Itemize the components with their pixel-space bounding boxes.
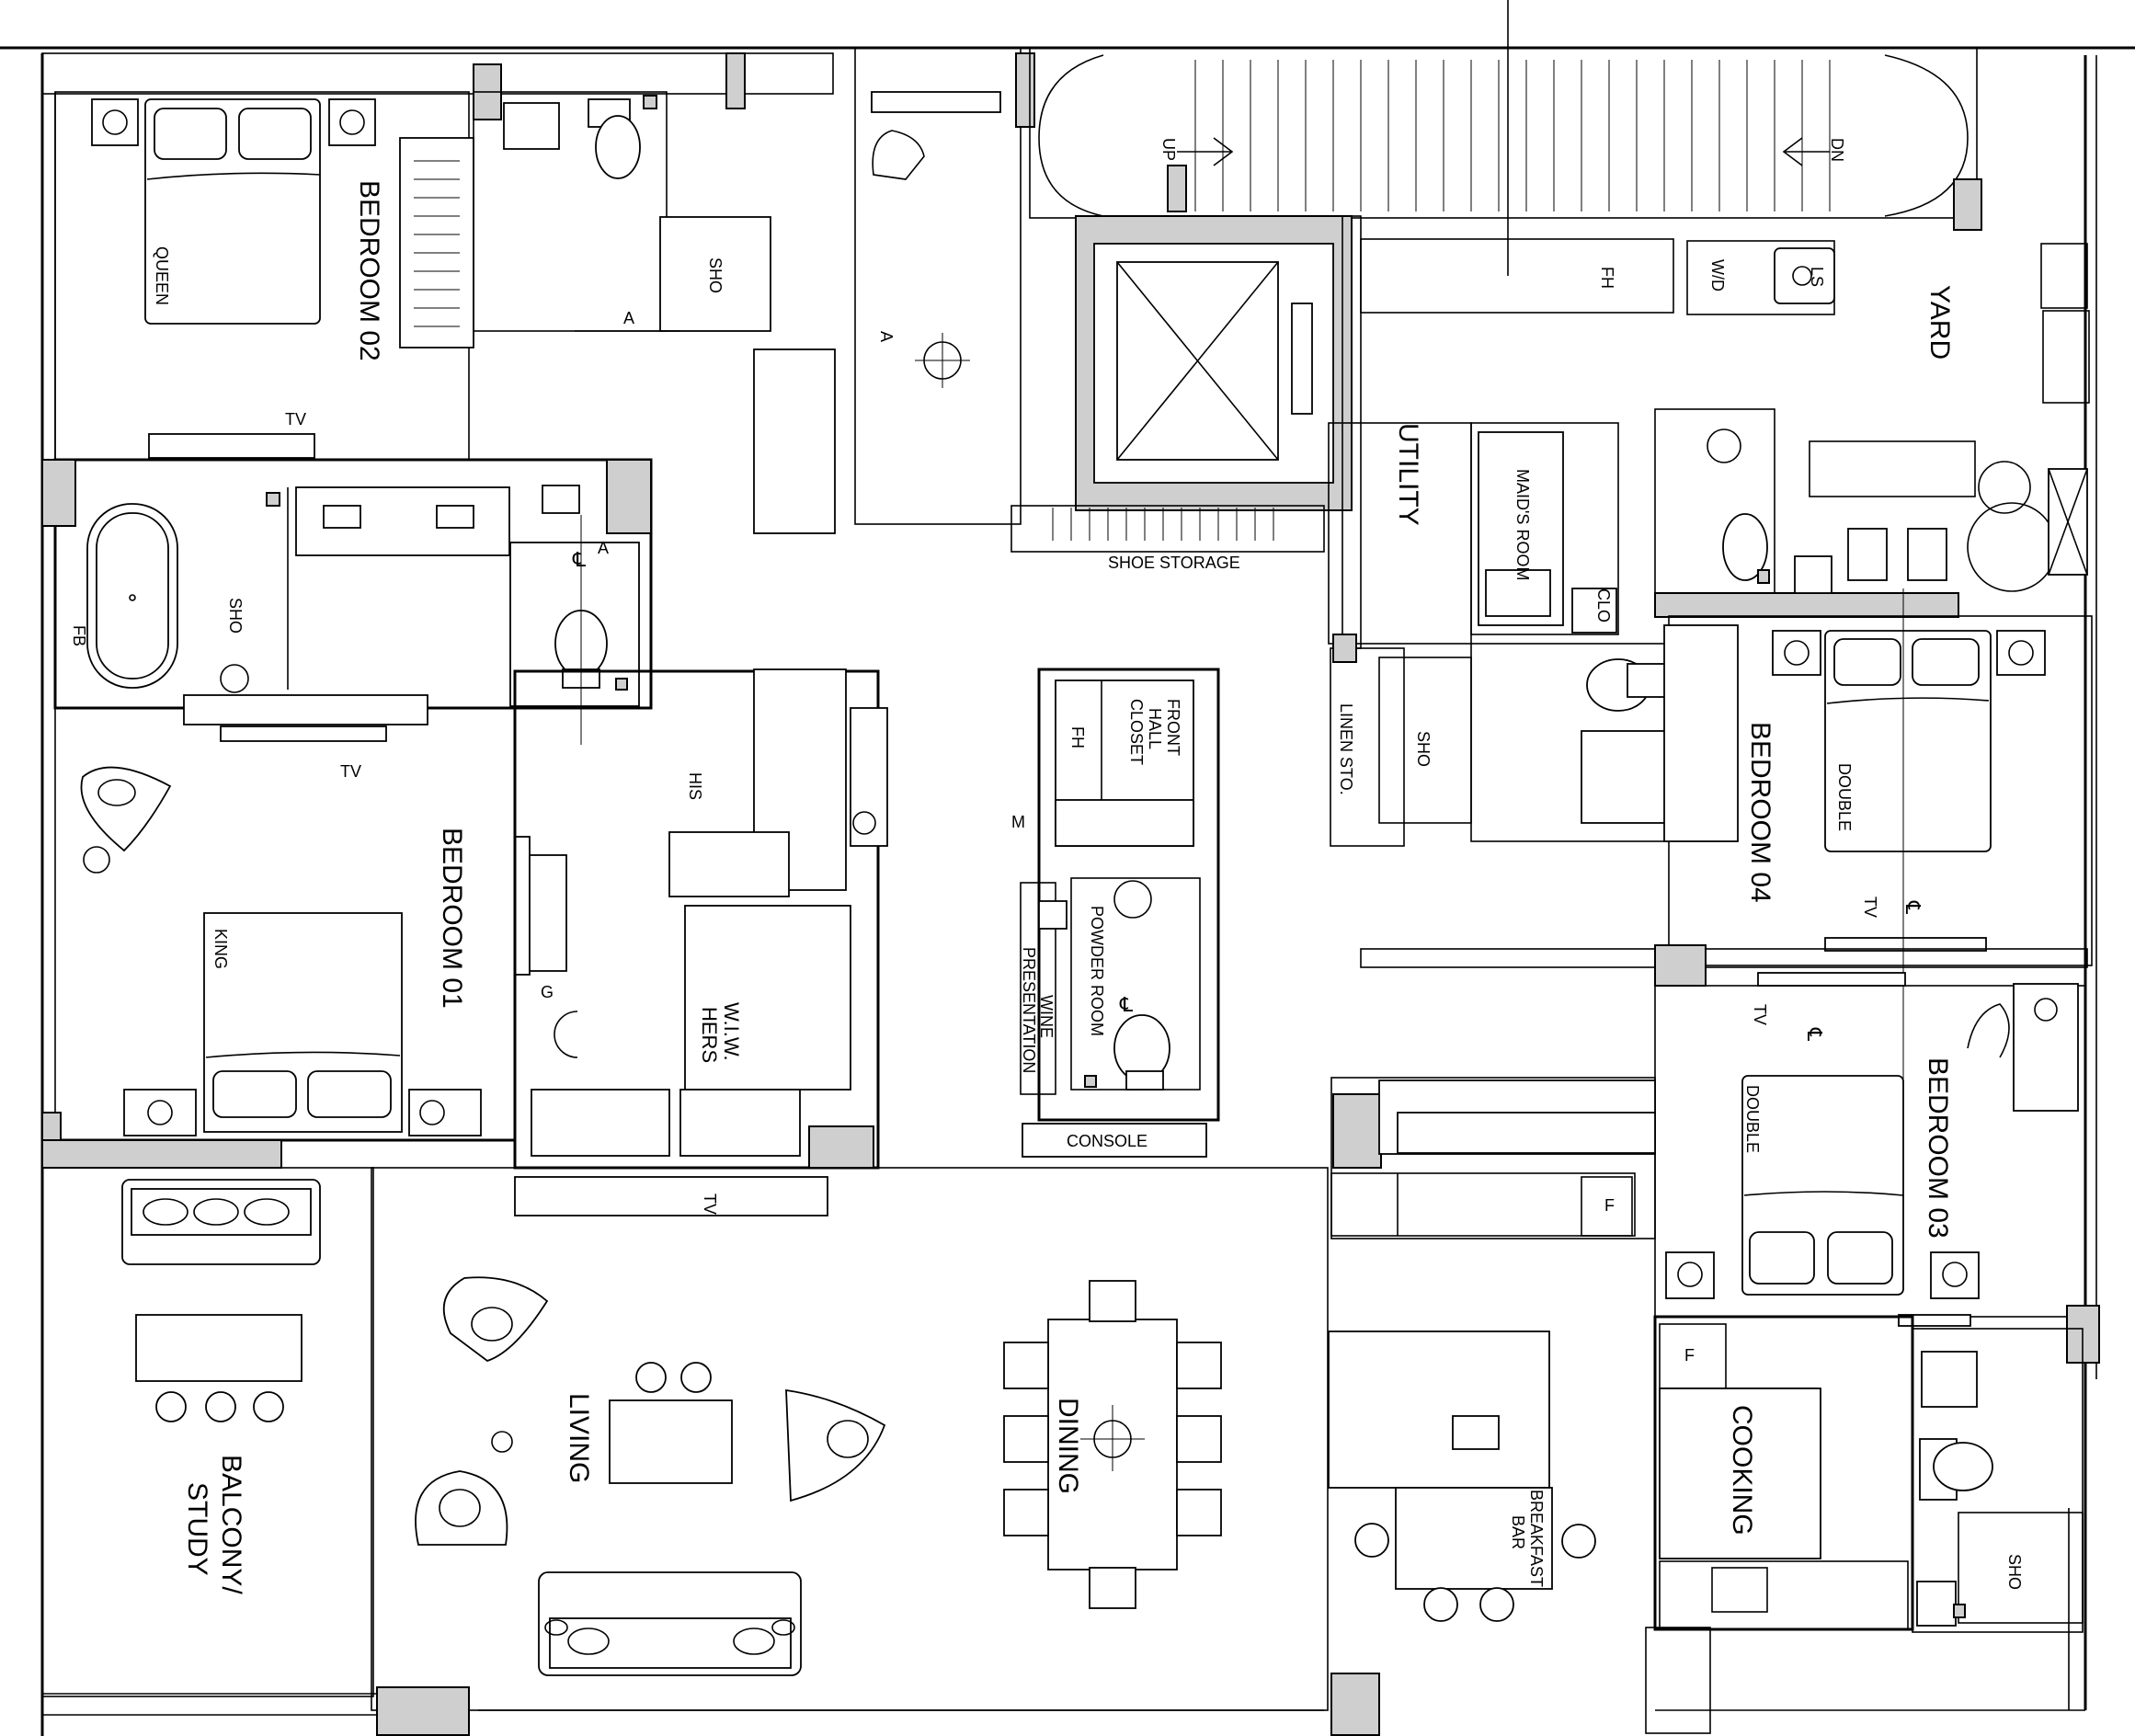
utility-yard bbox=[1328, 0, 2090, 649]
kitchen-storage bbox=[1330, 1077, 1656, 1239]
stairs bbox=[1029, 47, 1978, 219]
cl-label-2: ℄ bbox=[1901, 900, 1924, 915]
f-label-2: F bbox=[1684, 1346, 1695, 1365]
bath-03 bbox=[1912, 1328, 2084, 1633]
up-label: UP bbox=[1159, 138, 1178, 161]
bath-02 bbox=[473, 91, 771, 332]
shoe-storage-label: SHOE STORAGE bbox=[1108, 554, 1240, 572]
bedroom-03-label: BEDROOM 03 bbox=[1923, 1057, 1953, 1239]
corridor-top bbox=[753, 47, 1187, 534]
wiw-hers-label-1: W.I.W. bbox=[720, 1002, 743, 1061]
master-bath-sho-label: SHO bbox=[226, 598, 245, 634]
fh-label-1: FH bbox=[1598, 267, 1616, 289]
bath-04 bbox=[1330, 634, 1674, 847]
king-bed-label: KING bbox=[211, 929, 230, 969]
double-bed-label-04: DOUBLE bbox=[1835, 763, 1854, 831]
utility-label: UTILITY bbox=[1393, 423, 1423, 526]
bath-03-sho-label: SHO bbox=[2005, 1554, 2024, 1590]
breakfast-bar-label-2: BAR bbox=[1509, 1515, 1527, 1549]
bedroom-02-label: BEDROOM 02 bbox=[354, 180, 384, 361]
living-label: LIVING bbox=[564, 1393, 594, 1483]
balcony-study-label-2: STUDY bbox=[182, 1482, 212, 1576]
breakfast-bar bbox=[1328, 1331, 1596, 1622]
m-label: M bbox=[1011, 813, 1025, 831]
g-label: G bbox=[541, 983, 554, 1001]
yard-label: YARD bbox=[1924, 285, 1955, 360]
bedroom-03 bbox=[1654, 983, 2100, 1364]
tv-label-master-bath: TV bbox=[340, 762, 361, 781]
a-label-3: A bbox=[877, 331, 896, 342]
powder-room-label: POWDER ROOM bbox=[1088, 906, 1106, 1036]
front-hall bbox=[1020, 668, 1220, 1158]
wine-presentation-label-2: PRESENTATION bbox=[1020, 947, 1038, 1073]
dining-table bbox=[1003, 1280, 1222, 1609]
walk-in-wardrobes bbox=[513, 668, 888, 1216]
breakfast-bar-label-1: BREAKFAST bbox=[1527, 1490, 1546, 1587]
cl-label-1: ℄ bbox=[572, 548, 587, 571]
bedroom-02 bbox=[54, 63, 502, 461]
balcony-study bbox=[41, 1167, 374, 1697]
living-room bbox=[371, 1167, 1380, 1736]
bedroom-01-label: BEDROOM 01 bbox=[437, 828, 467, 1009]
tv-label-bedroom-02: TV bbox=[285, 410, 306, 428]
cl-label-3: ℄ bbox=[1803, 1027, 1826, 1042]
linen-storage-label: LINEN STO. bbox=[1337, 703, 1355, 795]
console-label: CONSOLE bbox=[1067, 1132, 1147, 1150]
double-bed-label-03: DOUBLE bbox=[1743, 1085, 1762, 1153]
tv-label-bedroom-01: TV bbox=[701, 1194, 719, 1215]
master-bath bbox=[41, 458, 653, 745]
a-label-1: A bbox=[623, 309, 634, 327]
ls-label: LS bbox=[1808, 267, 1826, 287]
bedroom-01 bbox=[41, 766, 567, 1169]
room-labels: BEDROOM 02 QUEEN SHO TV SHO FB TV A A A … bbox=[70, 138, 2024, 1594]
tv-label-bedroom-04: TV bbox=[1861, 897, 1879, 918]
wiw-hers-label-2: HERS bbox=[698, 1007, 721, 1063]
balcony-study-label-1: BALCONY/ bbox=[216, 1455, 246, 1594]
queen-bed-label: QUEEN bbox=[153, 246, 171, 305]
bedroom-04-label: BEDROOM 04 bbox=[1745, 722, 1775, 903]
a-label-2: A bbox=[598, 539, 609, 557]
tv-label-bedroom-03: TV bbox=[1751, 1004, 1769, 1025]
fb-label: FB bbox=[70, 625, 88, 646]
wd-label: W/D bbox=[1708, 259, 1727, 291]
outer-walls bbox=[0, 46, 2135, 1736]
bedroom-04 bbox=[1360, 588, 2093, 1177]
cooking-label: COOKING bbox=[1727, 1405, 1757, 1536]
kitchen bbox=[1645, 1315, 1914, 1734]
bath-04-sho-label: SHO bbox=[1414, 731, 1433, 767]
clo-label: CLO bbox=[1594, 588, 1613, 622]
front-hall-closet-label-1: FRONT bbox=[1164, 699, 1182, 756]
cl-label-4: ℄ bbox=[1119, 993, 1134, 1016]
maids-room-label: MAID'S ROOM bbox=[1513, 469, 1532, 580]
wine-presentation-label-1: WINE bbox=[1037, 995, 1056, 1038]
bath-02-sho-label: SHO bbox=[706, 257, 725, 293]
his-label: HIS bbox=[686, 772, 704, 800]
f-label-1: F bbox=[1604, 1196, 1615, 1215]
maids-room bbox=[1470, 408, 1832, 635]
dining-label: DINING bbox=[1053, 1398, 1083, 1494]
lift-core bbox=[1075, 215, 1353, 511]
shoe-storage bbox=[1010, 505, 1325, 553]
front-hall-closet-label-3: CLOSET bbox=[1127, 699, 1146, 765]
front-hall-closet-label-2: HALL bbox=[1146, 708, 1164, 749]
fh-label-2: FH bbox=[1068, 726, 1087, 748]
dn-label: DN bbox=[1828, 138, 1846, 162]
